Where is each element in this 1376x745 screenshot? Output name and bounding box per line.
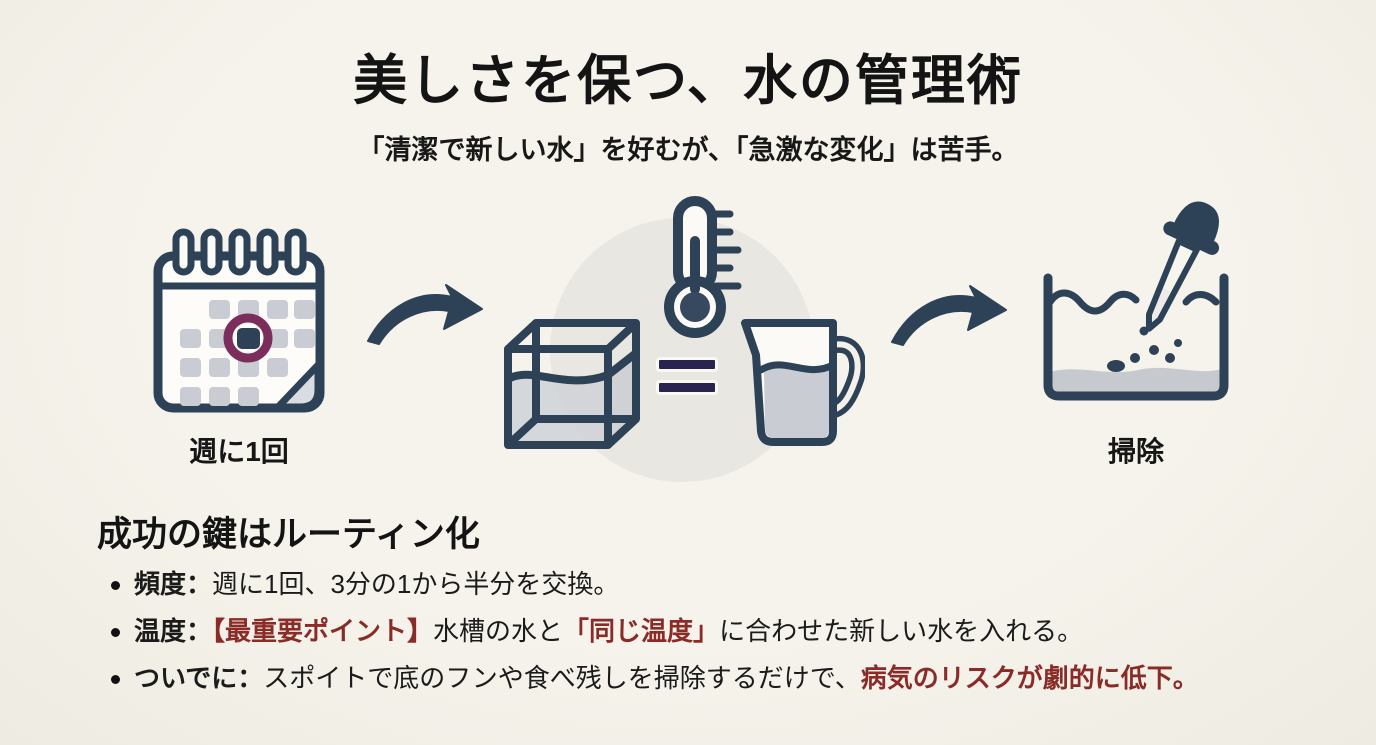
step-label-cleaning: 掃除 <box>1107 436 1164 467</box>
bullet-frequency-label: 頻度： <box>134 569 213 599</box>
curved-arrow-icon <box>891 285 1007 346</box>
bullet-bonus-highlight1: 病気のリスクが劇的に低下。 <box>860 663 1199 693</box>
pitcher-icon <box>741 319 865 446</box>
step-label-weekly: 週に1回 <box>189 436 289 467</box>
bullet-temperature: 温度：【最重要ポイント】水槽の水と「同じ温度」に合わせた新しい水を入れる。 <box>108 615 1308 648</box>
bullet-bonus: ついでに：スポイトで底のフンや食べ残しを掃除するだけで、病気のリスクが劇的に低下… <box>108 662 1308 695</box>
equals-bar <box>656 357 718 372</box>
bullet-temperature-text1: 水槽の水と <box>433 616 564 646</box>
bullet-temperature-highlight1: 【最重要ポイント】 <box>212 616 434 646</box>
section-heading: 成功の鍵はルーティン化 <box>97 515 480 554</box>
page-title: 美しさを保つ、水の管理術 <box>353 51 1023 111</box>
thermometer-icon <box>664 196 742 338</box>
aquarium-tank-icon <box>504 319 640 449</box>
curved-arrow-icon <box>367 284 483 345</box>
bullet-temperature-label: 温度： <box>134 616 213 646</box>
equals-icon <box>656 357 718 395</box>
bullet-temperature-text2: に合わせた新しい水を入れる。 <box>719 616 1084 646</box>
bullet-frequency: 頻度：週に1回、3分の1から半分を交換。 <box>108 568 1308 601</box>
routine-list: 頻度：週に1回、3分の1から半分を交換。 温度：【最重要ポイント】水槽の水と「同… <box>108 568 1308 709</box>
bullet-temperature-highlight2: 「同じ温度」 <box>563 616 720 646</box>
bullet-bonus-label: ついでに： <box>134 663 264 693</box>
bullet-bonus-text1: スポイトで底のフンや食べ残しを掃除するだけで、 <box>263 663 861 693</box>
page-subtitle: 「清潔で新しい水」を好むが、「急激な変化」は苦手。 <box>357 135 1019 165</box>
equals-bar <box>656 380 718 395</box>
dropper-in-tank-icon <box>1043 201 1229 401</box>
bullet-frequency-text: 週に1回、3分の1から半分を交換。 <box>212 569 620 599</box>
calendar-icon <box>153 228 325 413</box>
